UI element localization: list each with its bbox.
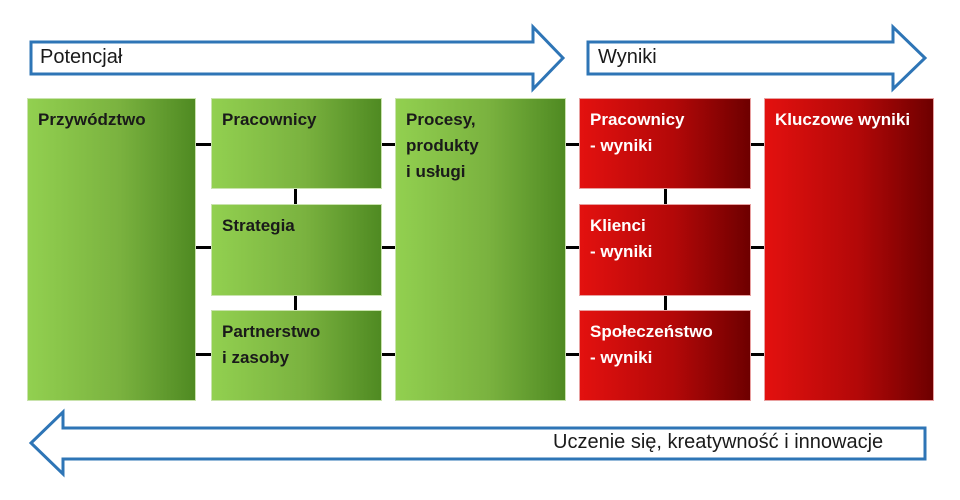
connector [381, 353, 396, 356]
connector [750, 143, 765, 146]
connector [294, 295, 297, 311]
connector [381, 246, 396, 249]
connector [750, 246, 765, 249]
people-box: Pracownicy [211, 98, 382, 189]
connector [195, 246, 212, 249]
key-results-box: Kluczowe wyniki [764, 98, 934, 401]
connector [565, 246, 580, 249]
society-results-box: Społeczeństwo - wyniki [579, 310, 751, 401]
connector [294, 189, 297, 205]
leadership-box: Przywództwo [27, 98, 196, 401]
connector [565, 353, 580, 356]
learning-arrow [28, 408, 927, 478]
connector [664, 189, 667, 205]
results-arrow [586, 23, 928, 93]
connector [565, 143, 580, 146]
connector [750, 353, 765, 356]
results-label: Wyniki [598, 46, 657, 68]
connector [195, 143, 212, 146]
strategy-box: Strategia [211, 204, 382, 296]
potential-arrow [29, 23, 566, 93]
people-results-box: Pracownicy - wyniki [579, 98, 751, 189]
customer-results-box: Klienci - wyniki [579, 204, 751, 296]
potential-label: Potencjał [40, 46, 123, 68]
connector [195, 353, 212, 356]
processes-box: Procesy, produkty i usługi [395, 98, 566, 401]
partnerships-box: Partnerstwo i zasoby [211, 310, 382, 401]
connector [664, 295, 667, 311]
connector [381, 143, 396, 146]
learning-label: Uczenie się, kreatywność i innowacje [553, 431, 884, 453]
